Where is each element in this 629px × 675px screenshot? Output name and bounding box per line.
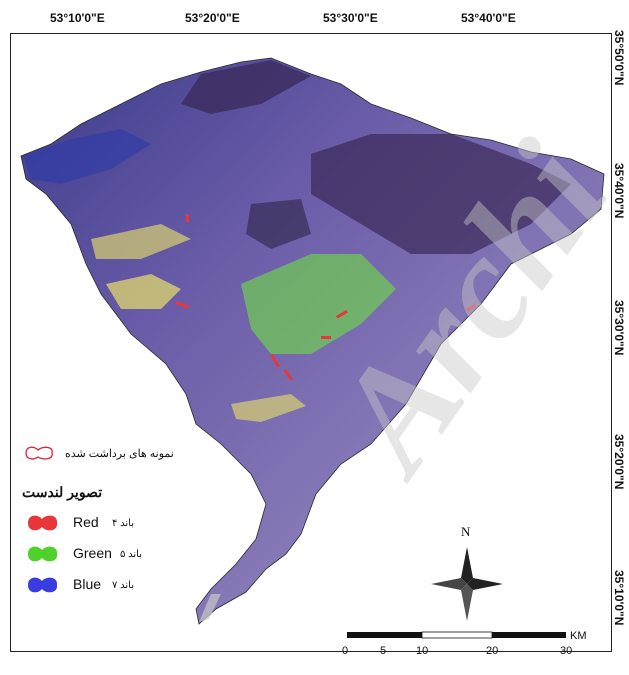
vegetation-area	[241, 254, 396, 354]
coord-right-1: 35°50'0"N	[612, 30, 626, 86]
landsat-map	[20, 57, 605, 639]
legend-title: تصویر لندست	[22, 484, 103, 500]
blue-terrain-west	[23, 129, 151, 184]
dark-mountain-ridge	[181, 60, 311, 114]
legend-sample-icon	[22, 443, 58, 466]
scale-bar	[347, 631, 566, 639]
band-green-fa: باند ۵	[120, 549, 143, 560]
band-blue-fa: باند ۷	[112, 580, 135, 591]
sample-marks	[174, 214, 477, 381]
band-blue-icon	[25, 574, 61, 601]
dark-terrain-east	[311, 134, 571, 254]
coord-right-4: 35°20'0"N	[612, 434, 626, 490]
band-red-fa: باند ۴	[112, 518, 135, 529]
sand-area-3	[231, 394, 306, 422]
sand-area-1	[106, 274, 181, 309]
scale-tick-5: 5	[380, 645, 387, 657]
band-red-name: Red	[73, 514, 99, 530]
coord-top-1: 53°10'0"E	[50, 11, 105, 25]
north-arrow-icon	[431, 547, 503, 621]
north-label: N	[461, 524, 471, 539]
scale-tick-10: 10	[416, 645, 429, 657]
dark-terrain-center	[246, 199, 311, 249]
band-green-name: Green	[73, 545, 112, 561]
band-green-icon	[25, 543, 61, 570]
coord-top-3: 53°30'0"E	[323, 11, 378, 25]
coord-top-4: 53°40'0"E	[461, 11, 516, 25]
sampling-strip-south	[199, 594, 221, 622]
legend-sample-label: نمونه های برداشت شده	[65, 448, 174, 460]
sand-area-2	[91, 224, 191, 259]
coord-top-2: 53°20'0"E	[185, 11, 240, 25]
band-red-icon	[25, 512, 61, 539]
coord-right-5: 35°10'0"N	[612, 570, 626, 626]
scale-tick-20: 20	[486, 645, 499, 657]
coord-right-2: 35°40'0"N	[612, 163, 626, 219]
scale-unit: KM	[570, 630, 587, 642]
coord-right-3: 35°30'0"N	[612, 300, 626, 356]
scale-tick-0: 0	[342, 645, 349, 657]
band-blue-name: Blue	[73, 576, 102, 592]
scale-tick-30: 30	[560, 645, 573, 657]
